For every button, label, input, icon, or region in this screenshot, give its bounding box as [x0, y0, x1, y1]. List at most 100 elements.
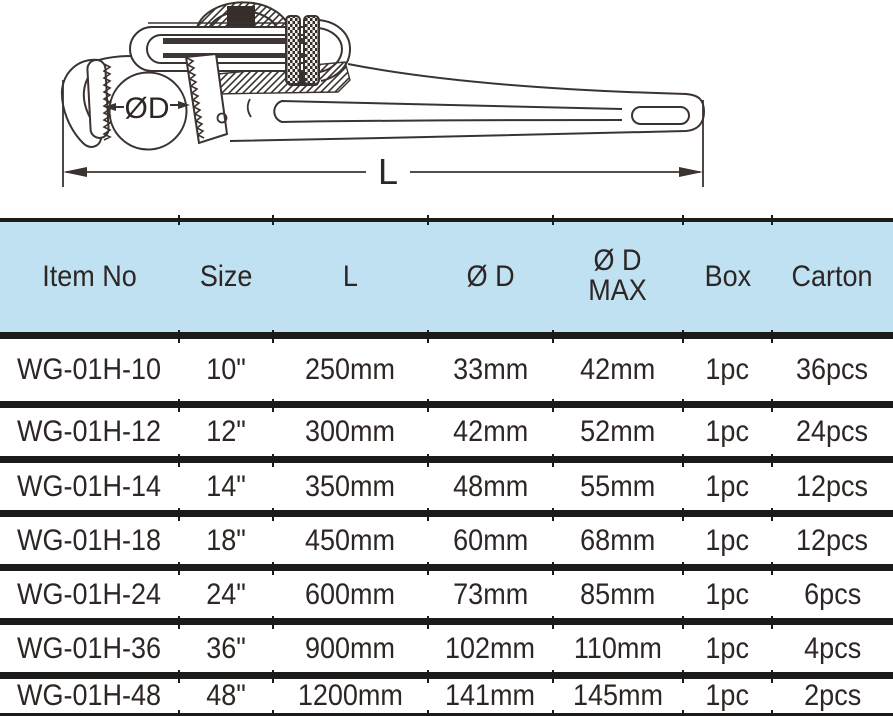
- knurl-band-right: [303, 15, 320, 85]
- cell-carton: 36pcs: [771, 326, 893, 408]
- cell-text: 68mm: [580, 523, 656, 557]
- table-row: WG-01H-14 14" 350mm 48mm 55mm 1pc 12pcs: [0, 450, 893, 517]
- cell-box: 1pc: [682, 395, 772, 463]
- cell-size: 24": [178, 558, 273, 625]
- cell-text: WG-01H-18: [17, 523, 162, 557]
- cell-text: 1200mm: [297, 679, 404, 712]
- hang-hole: [631, 106, 690, 125]
- cell-size: 18": [178, 504, 273, 571]
- cell-size: 48": [178, 666, 273, 716]
- cell-diameter-max: 52mm: [552, 395, 683, 463]
- spec-table-body: WG-01H-10 10" 250mm 33mm 42mm 1pc 36pcs …: [0, 326, 893, 716]
- cell-item-no: WG-01H-18: [0, 513, 179, 571]
- cell-diameter-max: 42mm: [552, 326, 683, 408]
- cell-text: 1pc: [705, 469, 750, 503]
- col-header-carton: Carton: [771, 213, 893, 339]
- cell-item-no: WG-01H-10: [0, 335, 179, 408]
- cell-box: 1pc: [682, 612, 772, 679]
- cell-carton: 4pcs: [771, 612, 893, 679]
- col-header-item-no: Item No: [0, 220, 179, 339]
- cell-length: 600mm: [272, 558, 428, 625]
- hook-teeth: [102, 63, 112, 141]
- cell-diameter: 33mm: [427, 326, 553, 408]
- cell-text: 1pc: [705, 353, 750, 386]
- col-header-line1: Ø D: [593, 243, 642, 277]
- shank-stripe-top: [163, 38, 314, 44]
- cell-text: 1pc: [705, 523, 750, 557]
- cell-text: WG-01H-10: [17, 353, 162, 386]
- cell-text: 14": [206, 469, 246, 503]
- col-header-label: Size: [199, 260, 253, 293]
- cell-size: 36": [178, 612, 273, 679]
- wrench-line-art: [60, 1, 706, 187]
- cell-carton: 6pcs: [771, 558, 893, 625]
- cell-length: 300mm: [272, 395, 428, 463]
- cell-text: 250mm: [305, 353, 396, 386]
- cell-text: 6pcs: [803, 577, 862, 611]
- cell-text: 42mm: [580, 353, 656, 386]
- cell-diameter-max: 68mm: [552, 504, 683, 571]
- cell-size: 12": [178, 395, 273, 463]
- cell-diameter-max: 85mm: [552, 558, 683, 625]
- cell-text: 102mm: [445, 631, 536, 665]
- handle-accent-line: [246, 98, 252, 118]
- knurl-band-left: [285, 15, 301, 85]
- cell-length: 1200mm: [272, 666, 428, 716]
- cell-text: 18": [206, 523, 246, 557]
- spec-table: Item No Size L Ø D Ø D MAX Box Carton WG…: [0, 213, 893, 716]
- cell-item-no: WG-01H-36: [0, 621, 179, 679]
- cell-text: 36": [206, 631, 246, 665]
- cell-text: 85mm: [580, 577, 656, 611]
- cell-size: 14": [178, 450, 273, 517]
- spec-table-header: Item No Size L Ø D Ø D MAX Box Carton: [0, 213, 893, 339]
- col-header-line2: MAX: [588, 274, 648, 308]
- table-row: WG-01H-36 36" 900mm 102mm 110mm 1pc 4pcs: [0, 612, 893, 679]
- pipe-wrench-diagram: ØD L: [0, 0, 893, 218]
- cell-item-no: WG-01H-24: [0, 567, 179, 625]
- cell-text: 350mm: [305, 469, 396, 503]
- cell-carton: 24pcs: [771, 395, 893, 463]
- pipe-circle: [108, 71, 188, 151]
- shank-inner: [146, 34, 316, 64]
- col-header-label: L: [342, 260, 359, 293]
- length-dimension-label: L: [378, 151, 398, 192]
- housing-loop-inner: [318, 27, 344, 73]
- table-row: WG-01H-24 24" 600mm 73mm 85mm 1pc 6pcs: [0, 558, 893, 625]
- cell-text: 42mm: [452, 415, 529, 448]
- cell-text: 73mm: [452, 577, 529, 611]
- col-header-label: Item No: [42, 260, 137, 293]
- table-row: WG-01H-18 18" 450mm 60mm 68mm 1pc 12pcs: [0, 504, 893, 571]
- table-row: WG-01H-48 48" 1200mm 141mm 145mm 1pc 2pc…: [0, 666, 893, 716]
- cell-text: WG-01H-36: [17, 631, 162, 665]
- cell-text: 60mm: [452, 523, 529, 557]
- cell-text: 1pc: [705, 415, 750, 448]
- cell-text: 900mm: [305, 631, 396, 665]
- cell-diameter: 102mm: [427, 612, 553, 679]
- cell-diameter: 42mm: [427, 395, 553, 463]
- pivot-rivet: [216, 112, 228, 124]
- diameter-dimension-label: ØD: [125, 92, 170, 125]
- cell-text: WG-01H-24: [17, 577, 162, 611]
- col-header-size: Size: [178, 213, 273, 339]
- pipe-wrench-svg: ØD L: [60, 1, 706, 192]
- cell-text: 52mm: [580, 415, 656, 448]
- cell-item-no: WG-01H-48: [0, 676, 179, 716]
- col-header-label: Box: [704, 260, 751, 293]
- cell-carton: 12pcs: [771, 450, 893, 517]
- cell-text: 33mm: [452, 353, 529, 386]
- handle-groove: [273, 99, 623, 124]
- cell-item-no: WG-01H-14: [0, 459, 179, 517]
- cell-box: 1pc: [682, 504, 772, 571]
- cell-text: 145mm: [572, 679, 664, 712]
- cell-text: WG-01H-48: [17, 679, 162, 712]
- cell-item-no: WG-01H-12: [0, 404, 179, 463]
- cell-text: 24": [206, 577, 246, 611]
- cell-text: 55mm: [580, 469, 656, 503]
- cell-box: 1pc: [682, 326, 772, 408]
- cell-box: 1pc: [682, 558, 772, 625]
- cell-text: 300mm: [305, 415, 396, 448]
- cell-length: 350mm: [272, 450, 428, 517]
- shank-stripe-bottom: [163, 53, 314, 58]
- cell-text: 1pc: [705, 577, 750, 611]
